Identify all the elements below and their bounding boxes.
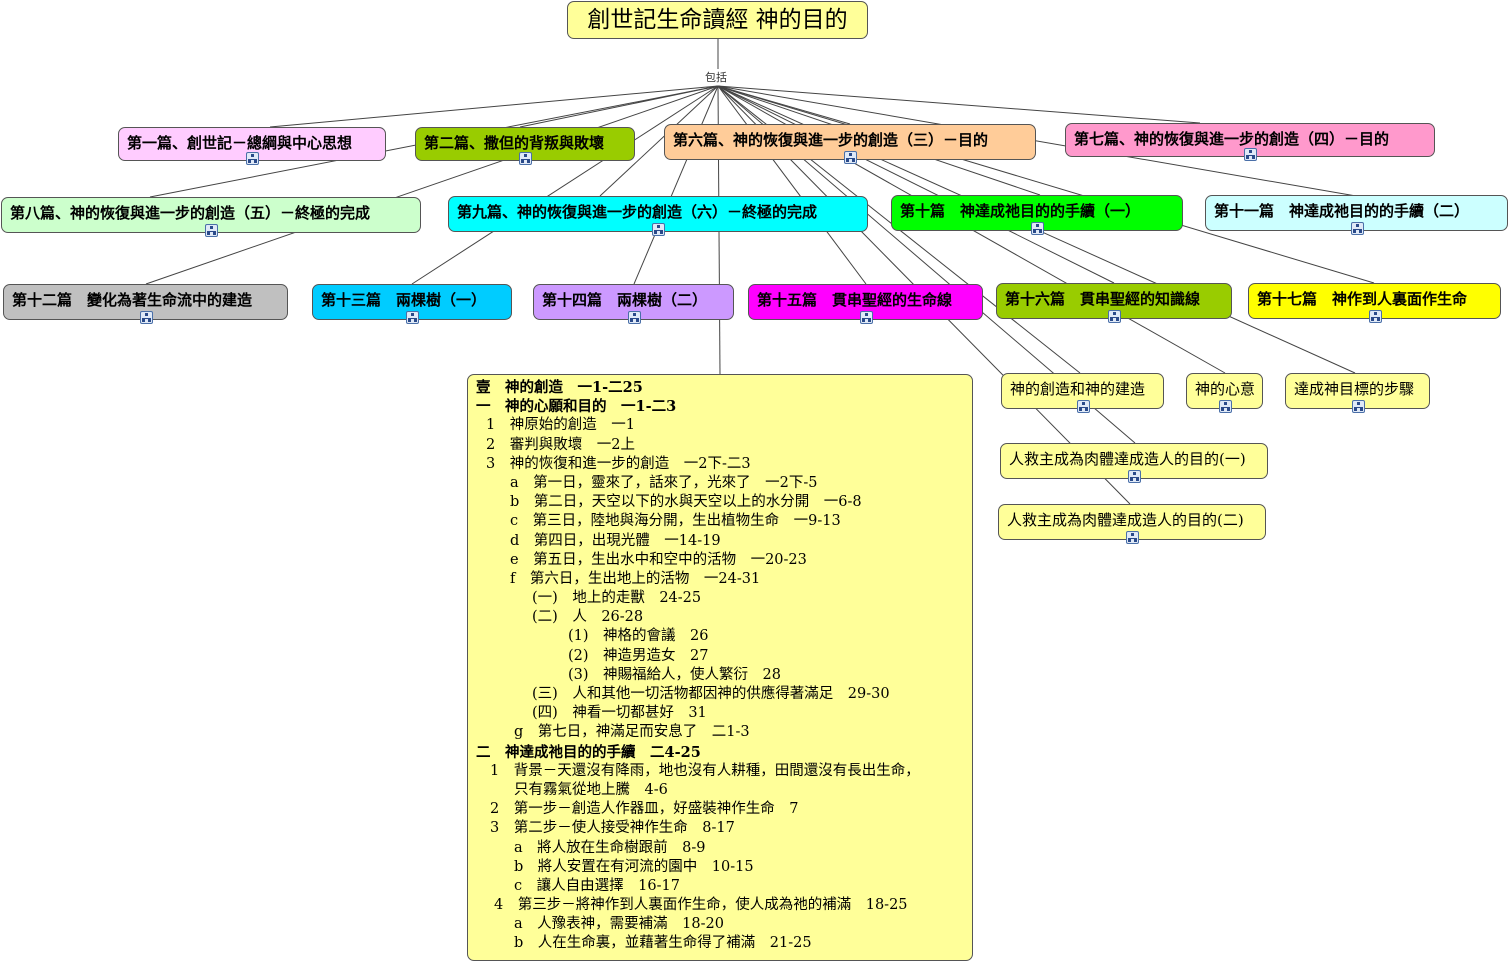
connector-line [269,85,719,128]
outline-line: a 將人放在生命樹跟前 8-9 [514,839,706,856]
subtopic-map-icon[interactable] [205,224,218,237]
subtopic-map-icon[interactable] [519,152,532,165]
outline-line: 二 神達成祂目的的手續 二4-25 [476,743,701,761]
subtopic-map-icon[interactable] [406,311,419,324]
outline-line: (三) 人和其他一切活物都因神的供應得著滿足 29-30 [532,686,890,702]
outline-line: d 第四日，出現光體 一14-19 [510,532,721,549]
outline-line: g 第七日，神滿足而安息了 二1-3 [514,724,750,741]
outline-line: c 讓人自由選擇 16-17 [514,877,680,894]
connector-line [717,85,867,285]
outline-line: (二) 人 26-28 [532,609,644,626]
outline-line: f 第六日，生出地上的活物 一24-31 [510,570,761,587]
topic-s4[interactable]: 人救主成為肉體達成造人的目的(一) [1000,443,1268,479]
subtopic-map-icon[interactable] [246,152,259,165]
subtopic-map-icon[interactable] [139,311,153,324]
root-topic[interactable]: 創世記生命讀經 神的目的 [567,1,868,39]
subtopic-map-icon[interactable] [1108,310,1121,323]
outline-line: b 第二日，天空以下的水與天空以上的水分開 一6-8 [510,494,862,511]
subtopic-map-icon[interactable] [859,311,873,324]
outline-line: (一) 地上的走獸 24-25 [532,590,702,607]
subtopic-map-icon[interactable] [1218,400,1232,413]
connector-line [717,85,1201,124]
subtopic-map-icon[interactable] [1031,222,1044,235]
connector-line [717,85,1115,284]
outline-line: 3 神的恢復和進一步的創造 一2下-二3 [486,455,751,472]
outline-line: 3 第二步－使人接受神作生命 8-17 [490,820,735,837]
subtopic-map-icon[interactable] [652,223,665,236]
outline-line: (2) 神造男造女 27 [568,647,709,664]
connector-label: 包括 [703,69,729,85]
topic-s5[interactable]: 人救主成為肉體達成造人的目的(二) [998,504,1266,540]
outline-line: c 第三日，陸地與海分開，生出植物生命 一9-13 [510,513,841,530]
outline-line: 4 第三步－將神作到人裏面作生命，使人成為祂的補滿 18-25 [494,897,908,914]
subtopic-map-icon[interactable] [1350,222,1364,235]
topic-p17[interactable]: 第十七篇 神作到人裏面作生命 [1248,283,1501,319]
topic-s1[interactable]: 神的創造和神的建造 [1001,373,1164,409]
outline-line: 1 背景－天還沒有降雨，地也沒有人耕種，田間還沒有長出生命， [490,762,920,779]
topic-p14[interactable]: 第十四篇 兩棵樹（二） [533,284,734,320]
subtopic-map-icon[interactable] [1126,531,1139,544]
connector-line [717,85,1375,284]
subtopic-map-icon[interactable] [1076,400,1090,413]
subtopic-map-icon[interactable] [1351,400,1365,413]
outline-line: b 將人安置在有河流的園中 10-15 [514,858,754,875]
outline-line: 2 審判與敗壞 一2上 [486,436,635,453]
subtopic-map-icon[interactable] [1368,310,1382,323]
outline-line: 壹 神的創造 一1-二25 [476,379,643,396]
connector-line [717,85,1357,197]
outline-line: 一 神的心願和目的 一1-二3 [476,398,677,416]
outline-line: (四) 神看一切都甚好 31 [532,705,707,722]
outline-line: 2 第一步－創造人作器皿，好盛裝神作生命 7 [490,801,799,818]
outline-line: e 第五日，生出水中和空中的活物 一20-23 [510,551,807,568]
subtopic-map-icon[interactable] [844,151,857,164]
subtopic-map-icon[interactable] [627,311,641,324]
subtopic-map-icon[interactable] [1244,148,1257,161]
outline-line: b 人在生命裏，並藉著生命得了補滿 21-25 [514,935,812,952]
outline-line: 只有霧氣從地上騰 4-6 [514,781,668,798]
connector-line [411,85,719,285]
outline-line: (1) 神格的會議 26 [568,628,709,645]
outline-line: 1 神原始的創造 一1 [486,417,635,434]
topic-p16[interactable]: 第十六篇 貫串聖經的知識線 [996,283,1232,319]
subtopic-map-icon[interactable] [1128,470,1141,483]
outline-line: a 第一日，靈來了，話來了，光來了 一2下-5 [510,474,818,491]
outline-line: a 人豫表神，需要補滿 18-20 [514,916,724,933]
topic-p12[interactable]: 第十二篇 變化為著生命流中的建造 [3,284,288,320]
connector-line [145,85,719,285]
outline-line: (3) 神賜福給人，使人繁衍 28 [568,666,781,683]
connector-line [633,85,719,285]
connector-line [599,85,719,197]
